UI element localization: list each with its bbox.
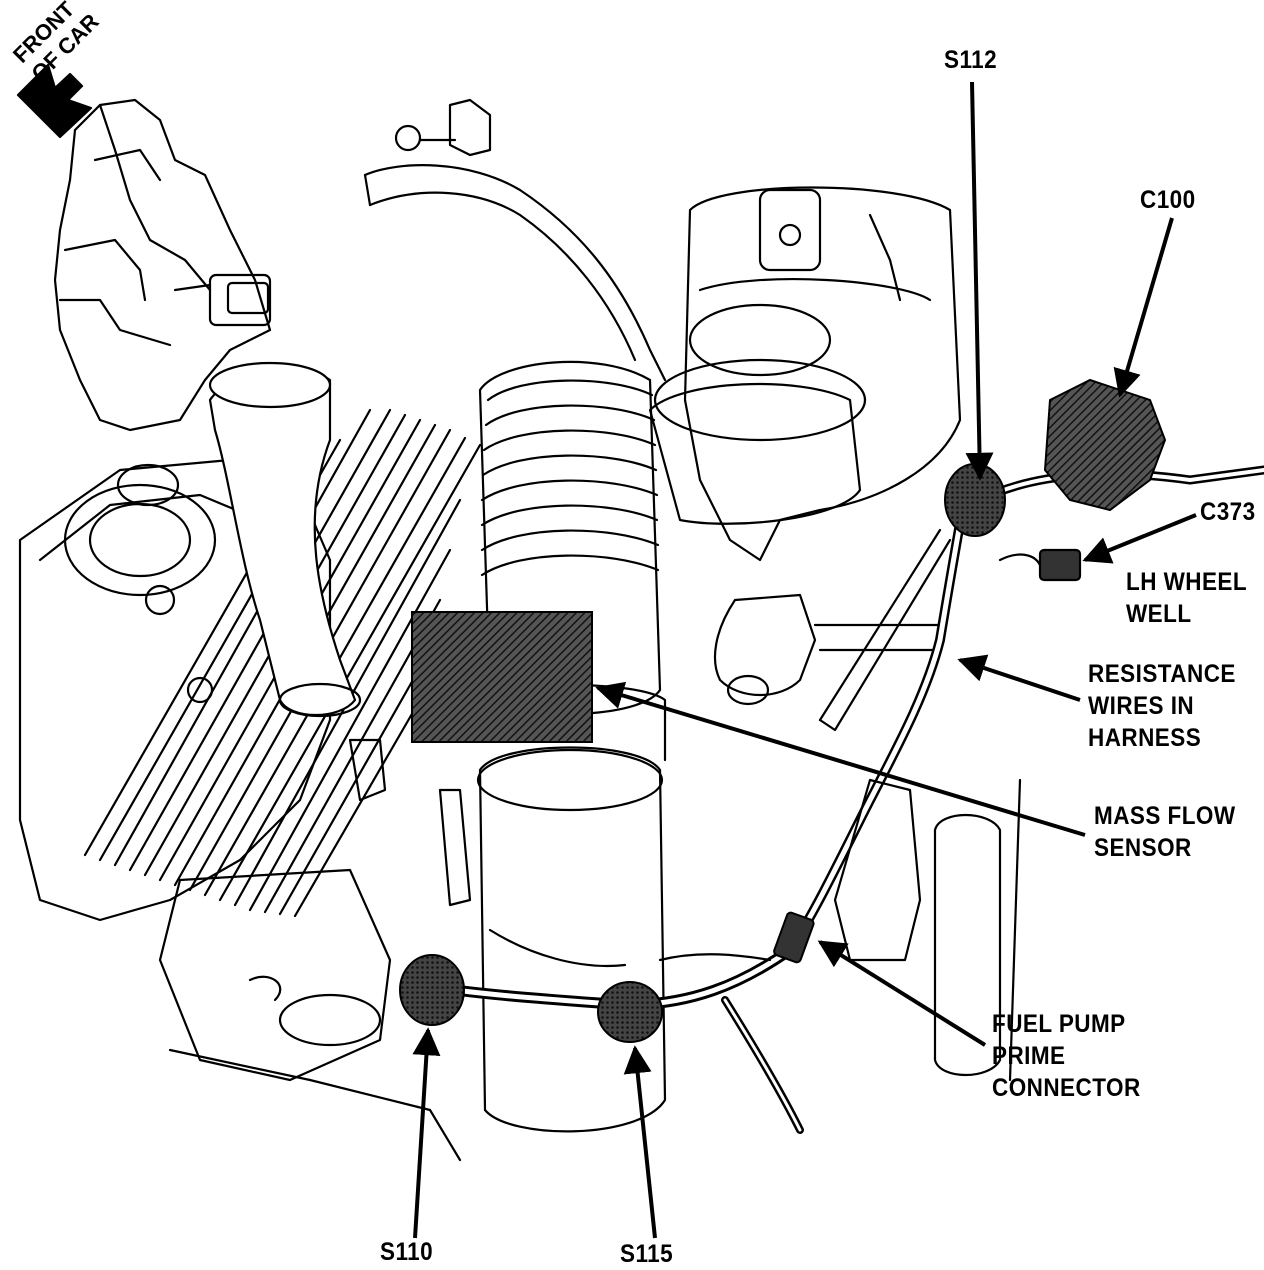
c373-connector-shape [1038, 548, 1082, 582]
label-c373: C373 [1200, 498, 1256, 526]
arrow-resistance-wires [957, 654, 1081, 702]
label-c100: C100 [1140, 186, 1196, 214]
s112-splice-shape [944, 463, 1006, 537]
c100-connector-shape [1043, 378, 1167, 512]
s110-splice-shape [399, 954, 465, 1026]
arrow-fuel-pump-prime [817, 940, 987, 1047]
arrow-s115 [623, 1045, 657, 1239]
label-fuel-pump-prime-connector: FUEL PUMP PRIME CONNECTOR [992, 1010, 1141, 1102]
mass-flow-sensor-shape [411, 611, 593, 743]
arrow-s112 [965, 81, 994, 481]
label-s112: S112 [944, 46, 998, 74]
label-resistance-wires: RESISTANCE WIRES IN HARNESS [1088, 660, 1236, 752]
right-harness [785, 465, 975, 955]
upper-hose [363, 164, 667, 382]
arrow-c373 [1082, 513, 1197, 564]
bracket-right [833, 778, 922, 962]
engine-block-left [53, 98, 272, 432]
label-s110: S110 [380, 1238, 434, 1266]
s115-splice-shape [597, 981, 663, 1043]
arrow-c100 [1113, 217, 1174, 398]
arrow-mass-flow [595, 681, 1086, 837]
label-lh-wheel-well: LH WHEEL WELL [1126, 568, 1248, 628]
air-cleaner-housing [683, 186, 962, 562]
label-s115: S115 [620, 1240, 674, 1268]
arrow-s110 [412, 1027, 441, 1239]
corrugations [480, 379, 660, 577]
fuel-pump-prime-shape [773, 911, 815, 964]
label-mass-flow-sensor: MASS FLOW SENSOR [1094, 802, 1236, 862]
idle-sensor [713, 593, 817, 697]
front-of-car-arrow [16, 63, 93, 139]
